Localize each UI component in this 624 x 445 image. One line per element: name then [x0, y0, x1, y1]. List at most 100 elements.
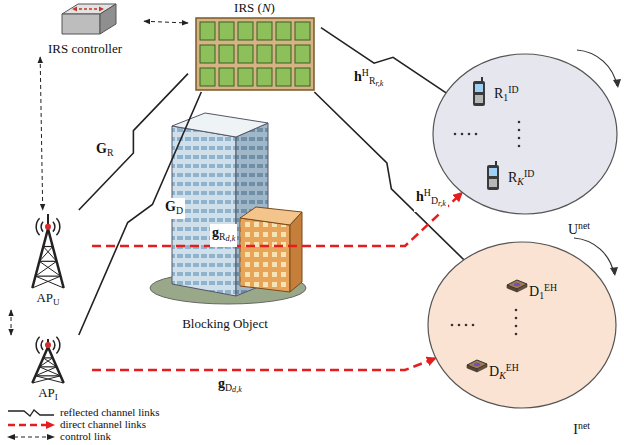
irs-element: [295, 22, 310, 40]
irs-element: [257, 45, 272, 63]
reflected-channel-link: [79, 92, 202, 335]
text-run: D: [431, 195, 438, 206]
text-run: d,k: [226, 234, 236, 243]
region-ellipse: [425, 240, 620, 438]
irs-element: [257, 22, 272, 40]
control-link: [11, 310, 12, 335]
device-icon: [465, 355, 489, 379]
device-icon: [505, 275, 529, 299]
text-run: d,k: [232, 385, 242, 394]
network-element: APU: [4, 210, 92, 310]
text-run: g: [212, 225, 219, 240]
text-run: IRS controller: [48, 41, 122, 56]
text-run: D: [176, 205, 183, 216]
text-run: Blocking Object: [182, 316, 268, 331]
user-device: R1ID: [468, 74, 560, 112]
device-icon: [484, 161, 502, 195]
network-region: UnetR1IDRKID: [430, 52, 620, 238]
text-run: net: [578, 420, 590, 431]
channel-label: hHDr,k: [414, 184, 448, 212]
network-element: IRS controller: [26, 2, 144, 57]
reflected-channel-link: [321, 28, 446, 93]
text-run: R: [508, 170, 517, 185]
legend-row: reflected channel links: [6, 406, 160, 418]
irs-element: [276, 22, 291, 40]
user-device: D1EH: [503, 272, 598, 306]
legend-sample: [6, 407, 56, 419]
text-run: EH: [544, 282, 557, 293]
user-device: DKEH: [463, 352, 558, 386]
phone-icon: [470, 77, 488, 107]
channel-label: GR: [94, 140, 115, 161]
irs-element: [295, 68, 310, 86]
text-run: D: [489, 364, 499, 379]
legend-row: control link: [6, 430, 160, 442]
channel-label: gRd,k: [210, 224, 237, 247]
legend-sample: [6, 419, 56, 431]
eh-device-icon: [505, 275, 529, 295]
text-run: ): [271, 0, 275, 15]
text-run: N: [262, 0, 271, 15]
user-device: RKID: [482, 158, 574, 196]
device-icon: [470, 77, 488, 111]
legend-row: direct channel links: [6, 418, 160, 430]
irs-element: [238, 45, 253, 63]
channel-label: hHRr,k: [352, 64, 385, 92]
text-run: U: [53, 297, 60, 307]
legend-text: reflected channel links: [60, 406, 160, 418]
text-run: U: [568, 222, 578, 237]
legend: reflected channel linksdirect channel li…: [6, 406, 160, 442]
text-run: R: [369, 75, 376, 86]
text-run: 1: [503, 92, 508, 103]
building-icon: [150, 113, 306, 304]
node-label: R1ID: [494, 82, 519, 106]
text-run: net: [578, 220, 590, 231]
control-link: [40, 57, 43, 210]
access-point-tower: [32, 337, 63, 383]
text-run: IRS (: [234, 0, 262, 15]
node-label: IRS (N): [188, 0, 321, 16]
text-run: H: [424, 187, 431, 198]
text-run: EH: [506, 362, 519, 373]
irs-element: [238, 22, 253, 40]
text-run: r,k: [375, 79, 383, 88]
node-label: Inet: [573, 418, 590, 438]
node-label: RKID: [508, 166, 534, 190]
text-run: R: [219, 231, 226, 242]
text-run: G: [96, 141, 107, 156]
text-run: I: [55, 392, 58, 402]
node-label: DKEH: [489, 360, 519, 384]
text-run: K: [499, 370, 506, 381]
text-run: h: [416, 189, 424, 204]
text-run: D: [529, 284, 539, 299]
text-run: I: [573, 422, 578, 437]
node-label: API: [4, 385, 92, 405]
direct-channel-link: [92, 358, 436, 370]
eh-device-icon: [465, 355, 489, 375]
network-element: API: [4, 335, 92, 405]
reflected-channel-link: [79, 74, 188, 210]
text-run: G: [165, 199, 176, 214]
text-run: D: [225, 382, 232, 393]
direct-channel-link: [92, 193, 462, 246]
legend-text: direct channel links: [60, 418, 146, 430]
irs-element: [219, 68, 234, 86]
text-run: g: [218, 376, 225, 391]
text-run: R: [107, 147, 114, 158]
legend-text: control link: [60, 430, 111, 442]
irs-element: [276, 68, 291, 86]
text-run: ID: [524, 168, 534, 179]
node-label: IRS controller: [26, 41, 144, 57]
node-label: Blocking Object: [136, 316, 314, 332]
irs-element: [295, 45, 310, 63]
channel-label: GD: [163, 198, 185, 219]
legend-sample: [6, 431, 56, 443]
irs-element: [200, 45, 215, 63]
text-run: R: [494, 86, 503, 101]
region-ellipse: [430, 52, 620, 238]
text-run: 1: [539, 290, 544, 301]
text-run: r,k: [438, 199, 446, 208]
text-run: AP: [38, 385, 55, 400]
irs-element: [276, 45, 291, 63]
